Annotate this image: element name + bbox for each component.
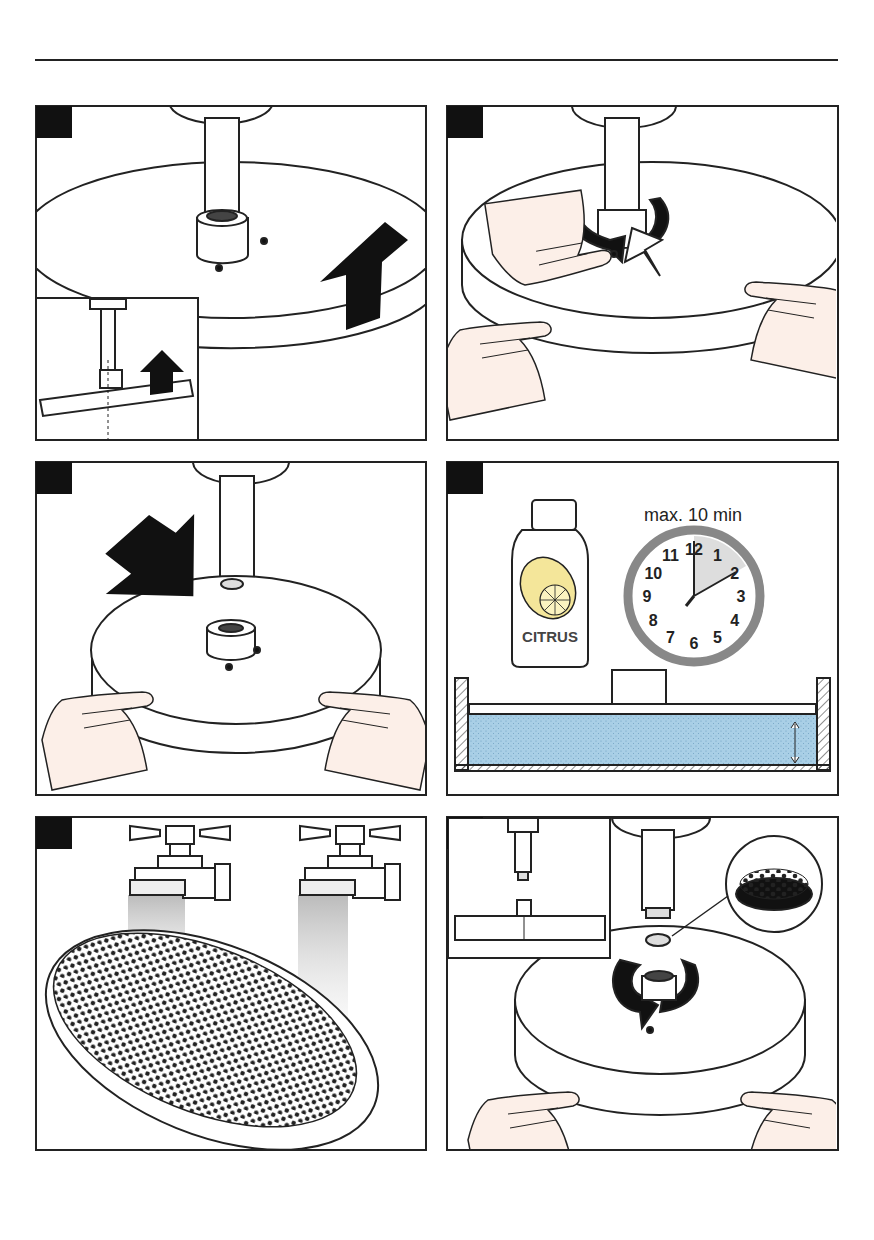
clock-number: 4 — [730, 613, 739, 629]
clock-number: 11 — [662, 548, 679, 564]
clock-number: 10 — [644, 566, 662, 582]
clock-number: 9 — [643, 589, 652, 605]
clock-number: 5 — [713, 630, 722, 646]
clock-number: 1 — [713, 548, 722, 564]
clock-number: 7 — [666, 630, 675, 646]
clock-number: 2 — [730, 566, 739, 582]
bottle-label: CITRUS — [521, 629, 579, 644]
clock-number: 8 — [649, 613, 658, 629]
time-note: max. 10 min — [644, 506, 742, 524]
clock-number: 12 — [685, 542, 703, 558]
clock-number: 6 — [690, 636, 699, 652]
clock-number: 3 — [737, 589, 746, 605]
